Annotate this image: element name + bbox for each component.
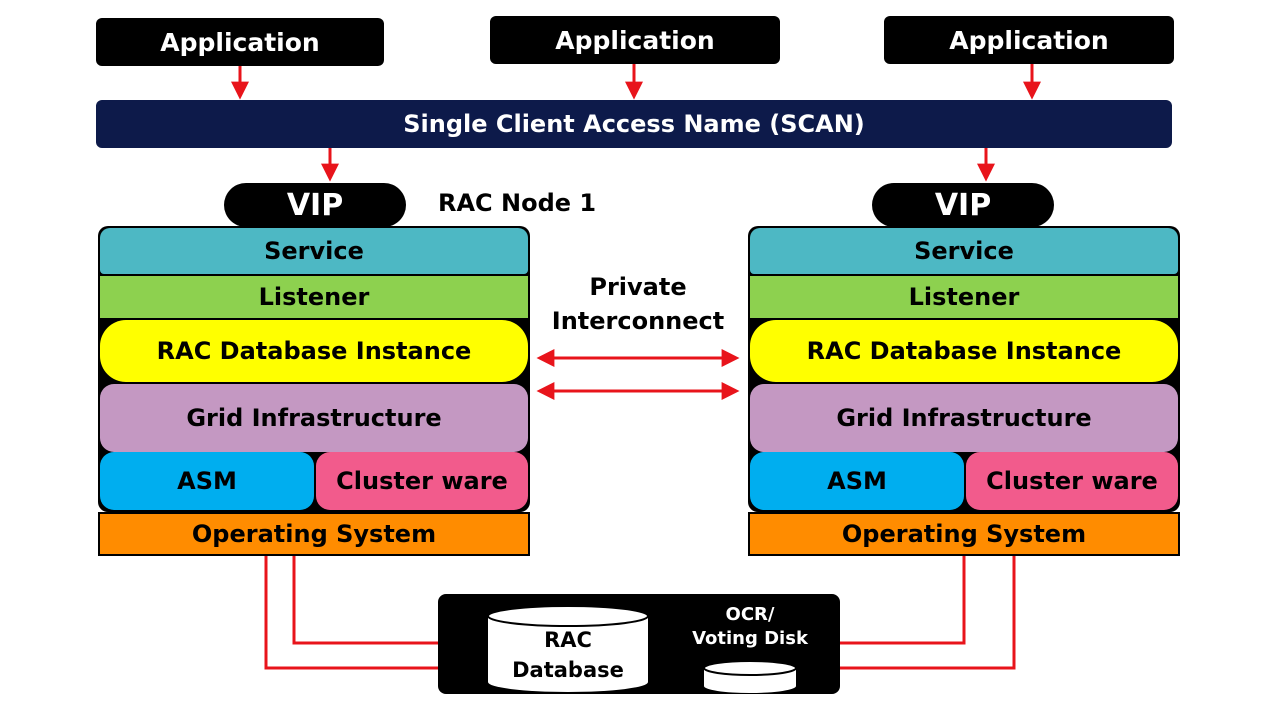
rac-database-label: RAC Database [488, 624, 648, 686]
application-label: Application [949, 25, 1109, 55]
grid-layer-node-1: Grid Infrastructure [100, 384, 528, 452]
instance-label: RAC Database Instance [156, 337, 472, 365]
instance-layer-node-2: RAC Database Instance [750, 320, 1178, 382]
clusterware-layer-node-1: Cluster ware [316, 452, 528, 510]
os-label: Operating System [191, 520, 437, 548]
private-interconnect-label: Private Interconnect [540, 268, 736, 340]
scan-label: Single Client Access Name (SCAN) [403, 110, 865, 138]
vip-node-1: VIP [224, 183, 406, 227]
interconnect-line-2: Interconnect [551, 307, 725, 335]
storage-link-node2-inner [840, 556, 966, 645]
rac-database-cylinder-icon [487, 605, 649, 692]
listener-label: Listener [908, 283, 1020, 311]
grid-label: Grid Infrastructure [836, 404, 1092, 432]
ocr-voting-disk-label: OCR/ Voting Disk [670, 600, 830, 654]
os-layer-node-2: Operating System [748, 512, 1180, 556]
rac-database-line-1: RAC [544, 628, 592, 652]
grid-label: Grid Infrastructure [186, 404, 442, 432]
vip-node-2: VIP [872, 183, 1054, 227]
rac-node-1-text: RAC Node 1 [438, 189, 597, 217]
listener-layer-node-1: Listener [100, 276, 528, 318]
clusterware-label: Cluster ware [336, 467, 508, 495]
application-label: Application [160, 27, 320, 57]
service-label: Service [264, 237, 364, 265]
asm-layer-node-1: ASM [100, 452, 314, 510]
clusterware-layer-node-2: Cluster ware [966, 452, 1178, 510]
instance-layer-node-1: RAC Database Instance [100, 320, 528, 382]
vip-label: VIP [286, 187, 344, 223]
ocr-line-2: Voting Disk [692, 628, 808, 649]
os-layer-node-1: Operating System [98, 512, 530, 556]
service-layer-node-1: Service [100, 228, 528, 274]
asm-label: ASM [177, 467, 237, 495]
clusterware-label: Cluster ware [986, 467, 1158, 495]
rac-database-line-2: Database [512, 658, 624, 682]
storage-link-node1-inner [292, 556, 438, 645]
application-box-2: Application [490, 16, 780, 64]
service-label: Service [914, 237, 1014, 265]
rac-node-1-label: RAC Node 1 [438, 183, 638, 223]
asm-label: ASM [827, 467, 887, 495]
grid-layer-node-2: Grid Infrastructure [750, 384, 1178, 452]
instance-label: RAC Database Instance [806, 337, 1122, 365]
vip-label: VIP [934, 187, 992, 223]
storage-link-node2-outer [840, 556, 1016, 670]
application-label: Application [555, 25, 715, 55]
application-box-3: Application [884, 16, 1174, 64]
ocr-line-1: OCR/ [725, 604, 775, 625]
service-layer-node-2: Service [750, 228, 1178, 274]
interconnect-line-1: Private [589, 273, 687, 301]
os-label: Operating System [841, 520, 1087, 548]
ocr-voting-disk-icon [703, 660, 797, 693]
listener-label: Listener [258, 283, 370, 311]
asm-layer-node-2: ASM [750, 452, 964, 510]
scan-bar: Single Client Access Name (SCAN) [96, 100, 1172, 148]
listener-layer-node-2: Listener [750, 276, 1178, 318]
storage-link-node1-outer [264, 556, 438, 670]
application-box-1: Application [96, 18, 384, 66]
